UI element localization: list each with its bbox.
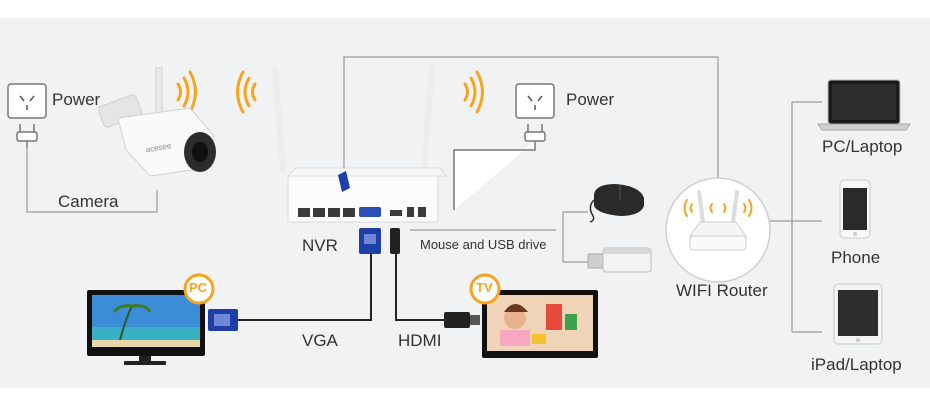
hdmi-plug-icon — [444, 312, 480, 328]
power-label-left: Power — [52, 90, 101, 109]
wifi-signal-icon-nvr-right — [463, 70, 484, 114]
plug-icon-left — [16, 124, 38, 148]
hdmi-label: HDMI — [398, 331, 442, 350]
tv-icon — [482, 290, 598, 358]
vga-plug-icon — [208, 309, 238, 331]
monitor-icon — [87, 290, 205, 365]
power-outlet-icon-right — [515, 83, 555, 119]
power-label-right: Power — [566, 90, 615, 109]
ipad-laptop-label: iPad/Laptop — [811, 355, 902, 374]
pc-badge: PC — [189, 280, 208, 295]
vga-label: VGA — [302, 331, 338, 350]
phone-icon — [839, 179, 871, 239]
wifi-signal-icon-camera — [176, 70, 197, 114]
monitor-cables — [238, 254, 444, 321]
camera-icon: acesee — [98, 67, 216, 177]
hdmi-cable — [395, 254, 444, 321]
pc-badge-circle — [183, 273, 215, 305]
nvr-router-line — [343, 56, 719, 185]
power-outlet-icon-left — [7, 83, 47, 119]
nvr-label: NVR — [302, 236, 338, 255]
tv-badge: TV — [476, 280, 493, 295]
plug-icon-right — [453, 124, 546, 210]
hdmi-connector-icon — [390, 228, 400, 254]
router-icon — [665, 177, 771, 283]
router-devices-line — [766, 101, 822, 333]
laptop-icon — [817, 79, 911, 131]
tv-badge-circle — [469, 273, 501, 305]
phone-label: Phone — [831, 248, 881, 267]
vga-connector-icon — [359, 228, 381, 254]
tablet-icon — [833, 283, 883, 345]
usb-branch-line — [562, 211, 588, 263]
camera-power-line — [26, 148, 158, 213]
nvr-icon — [272, 65, 447, 223]
mouse-usb-label: Mouse and USB drive — [420, 237, 547, 252]
vga-cable — [238, 254, 372, 321]
mouse-icon — [589, 184, 644, 223]
pc-laptop-label: PC/Laptop — [822, 137, 903, 156]
usb-drive-icon — [587, 247, 652, 273]
wifi-router-label: WIFI Router — [676, 281, 768, 300]
camera-label: Camera — [58, 192, 119, 211]
connection-lines — [26, 56, 822, 333]
wifi-signal-icon-nvr-left — [236, 70, 257, 114]
